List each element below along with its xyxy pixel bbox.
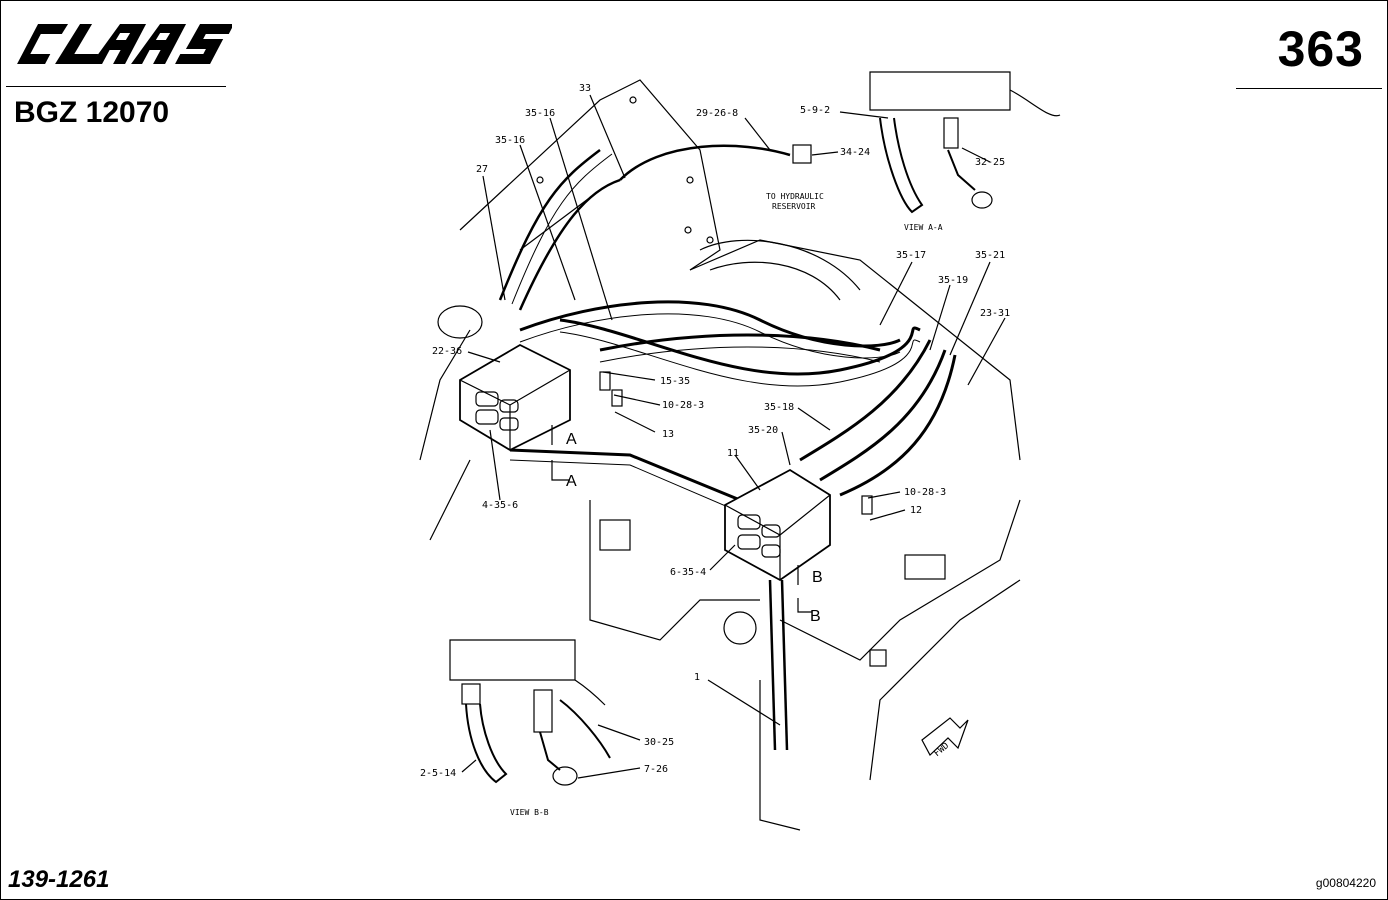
callout-35-16-upper: 35-16: [525, 108, 555, 119]
callout-32-25: 32-25: [975, 157, 1005, 168]
callout-35-18: 35-18: [764, 402, 794, 413]
view-aa-block: [869, 71, 1011, 111]
callout-15-35: 15-35: [660, 376, 690, 387]
callout-23-31: 23-31: [980, 308, 1010, 319]
image-code: g00804220: [1315, 876, 1376, 890]
view-bb-block: [449, 639, 576, 681]
model-code: BGZ 12070: [14, 96, 170, 129]
callout-10-28-3-a: 10-28-3: [662, 400, 704, 411]
section-mark-a-top: A: [566, 431, 577, 448]
part-reference: 139-1261: [8, 866, 110, 893]
logo-underline: [6, 86, 226, 87]
label-view-aa: VIEW A-A: [904, 223, 943, 232]
page-number: 363: [1277, 21, 1364, 77]
callout-33: 33: [579, 83, 591, 94]
callout-35-19: 35-19: [938, 275, 968, 286]
callout-7-26: 7-26: [644, 764, 668, 775]
callout-35-16-lower: 35-16: [495, 135, 525, 146]
section-mark-b-top: B: [812, 569, 823, 586]
callout-35-17: 35-17: [896, 250, 926, 261]
lower-frame: [589, 500, 760, 641]
fwd-arrow: [921, 717, 969, 756]
callout-5-9-2: 5-9-2: [800, 105, 830, 116]
round-port: [723, 611, 757, 645]
section-mark-b-bottom: B: [810, 608, 821, 625]
note-reservoir: RESERVOIR: [772, 202, 816, 211]
callout-29-26-8: 29-26-8: [696, 108, 738, 119]
lower-leg: [759, 680, 801, 831]
return-hose: [619, 144, 791, 181]
note-to-hydraulic: TO HYDRAULIC: [766, 192, 824, 201]
label-fwd: FWD: [932, 741, 951, 759]
callout-2-5-14: 2-5-14: [420, 768, 456, 779]
frame-outline-left: [419, 329, 471, 461]
page-number-underline: [1236, 88, 1382, 89]
callout-12: 12: [910, 505, 922, 516]
callout-4-35-6: 4-35-6: [482, 500, 518, 511]
callout-10-28-3-b: 10-28-3: [904, 487, 946, 498]
callout-35-21: 35-21: [975, 250, 1005, 261]
section-mark-a-bottom: A: [566, 473, 577, 490]
callout-6-35-4: 6-35-4: [670, 567, 706, 578]
callout-27: 27: [476, 164, 488, 175]
claas-logo: [10, 18, 235, 70]
label-view-bb: VIEW B-B: [510, 808, 549, 817]
callout-1: 1: [694, 672, 700, 683]
callout-13: 13: [662, 429, 674, 440]
callout-35-20: 35-20: [748, 425, 778, 436]
fitting-34-24: [792, 144, 812, 164]
callout-34-24: 34-24: [840, 147, 870, 158]
callout-30-25: 30-25: [644, 737, 674, 748]
pipe-elbow: [437, 305, 483, 339]
upper-bracket: [459, 79, 721, 271]
callout-22-36: 22-36: [432, 346, 462, 357]
frame-outline-right: [689, 239, 1021, 461]
callout-11: 11: [727, 448, 739, 459]
